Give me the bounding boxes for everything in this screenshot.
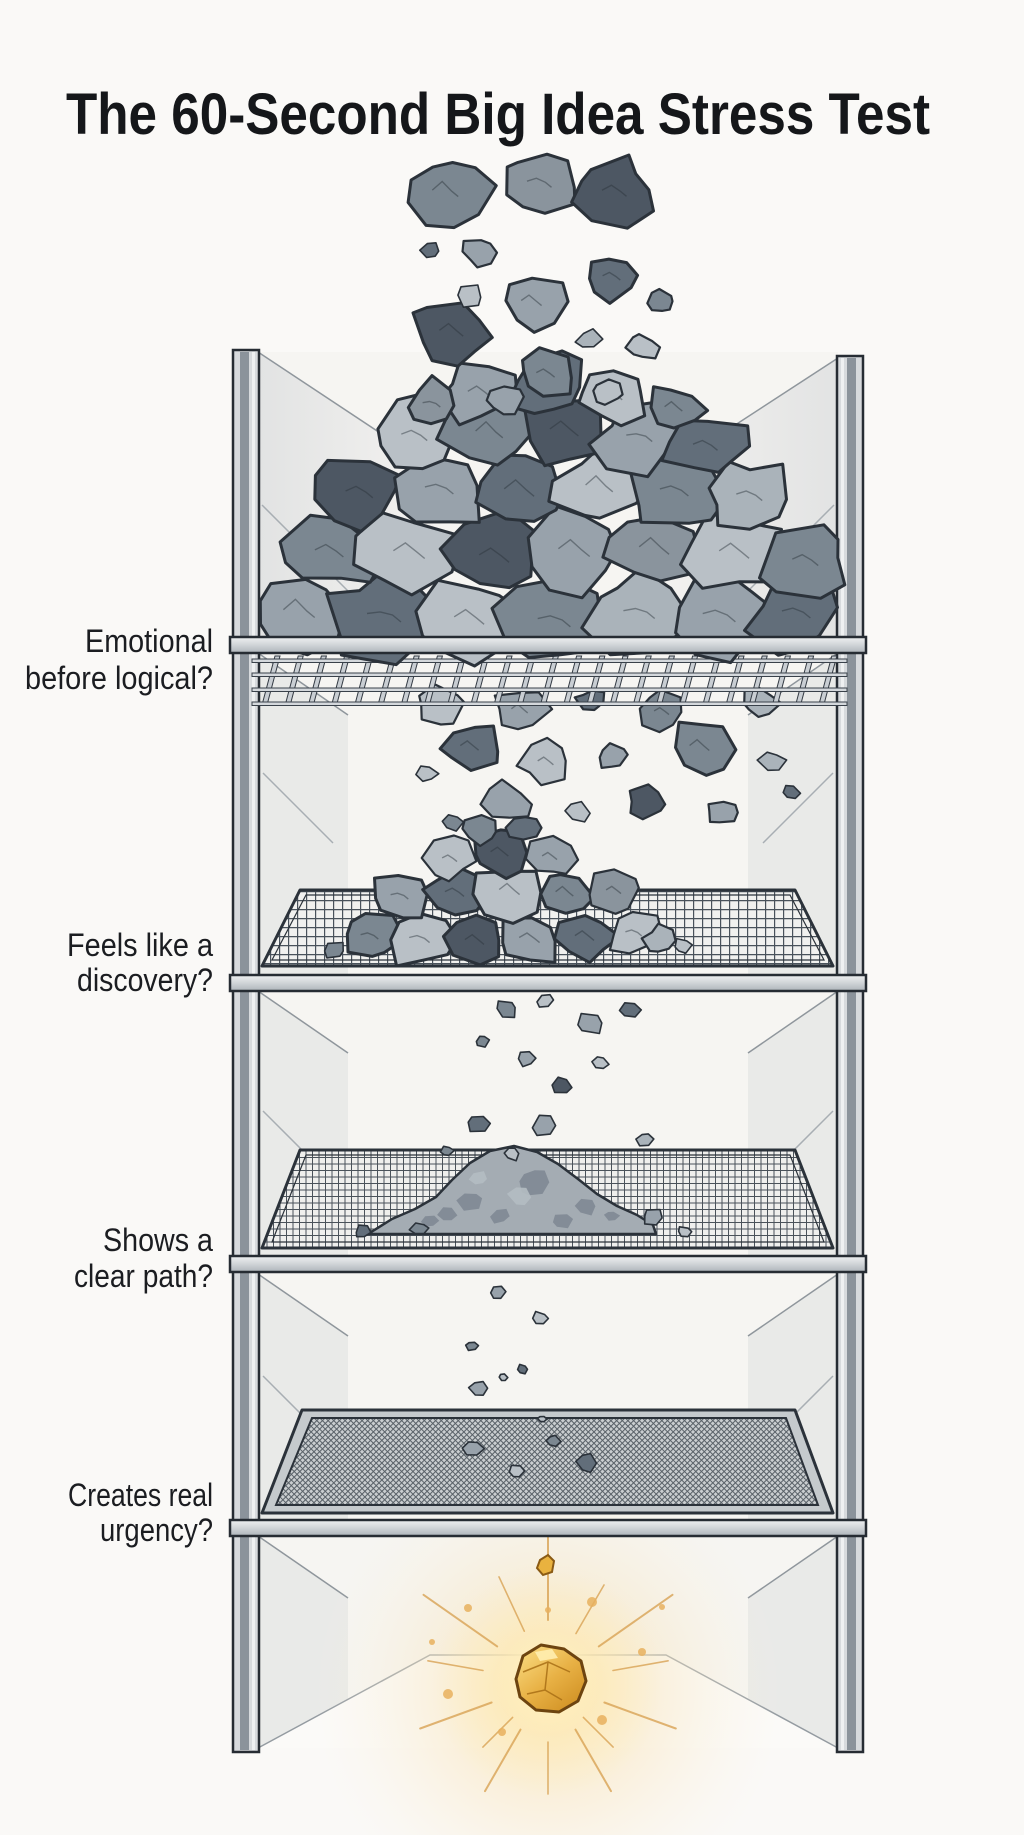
filter-label-4-line-2: urgency? xyxy=(100,1512,213,1548)
nugget-highlight xyxy=(535,1649,558,1661)
shelf-bar-4 xyxy=(228,1518,868,1538)
filter-label-4-line-1: Creates real xyxy=(68,1477,213,1513)
rocks-falling-2 xyxy=(439,993,655,1162)
gold-fleck xyxy=(535,1553,556,1577)
rocks-mound-pebbles xyxy=(355,1208,693,1238)
filter-label-3-line-2: clear path? xyxy=(74,1258,213,1294)
shelf-bar-1 xyxy=(228,635,868,655)
sieve-1 xyxy=(251,655,848,832)
rocks-falling-top xyxy=(406,152,674,416)
rocks-pile-2 xyxy=(323,813,694,968)
filter-label-3-line-1: Shows a xyxy=(103,1222,213,1258)
sieve-3 xyxy=(228,1144,868,1274)
shelf-bar-2 xyxy=(228,973,868,993)
sieve-2 xyxy=(228,813,868,993)
shelf-bar-3 xyxy=(228,1254,868,1274)
filter-labels: Emotional before logical? Feels like a d… xyxy=(25,623,213,1548)
sieve-4 xyxy=(228,1408,868,1538)
rocks-on-sieve-4 xyxy=(461,1415,598,1478)
left-wall-post xyxy=(231,348,261,1754)
filter-label-1-line-2: before logical? xyxy=(25,660,213,696)
gold-nugget xyxy=(514,1643,588,1714)
page-title: The 60-Second Big Idea Stress Test xyxy=(66,82,930,147)
filter-label-1-line-1: Emotional xyxy=(85,623,213,659)
gold-sparkles xyxy=(429,1597,665,1736)
rocks-falling-3 xyxy=(464,1285,550,1396)
filter-label-2-line-1: Feels like a xyxy=(67,927,213,963)
sieve-1-grate xyxy=(251,655,848,706)
filter-label-2-line-2: discovery? xyxy=(77,962,213,998)
mound-texture xyxy=(420,1170,621,1229)
gold-rays xyxy=(419,1536,677,1795)
sieve-4-mesh xyxy=(274,1417,820,1506)
rocks-falling-1 xyxy=(415,720,802,832)
